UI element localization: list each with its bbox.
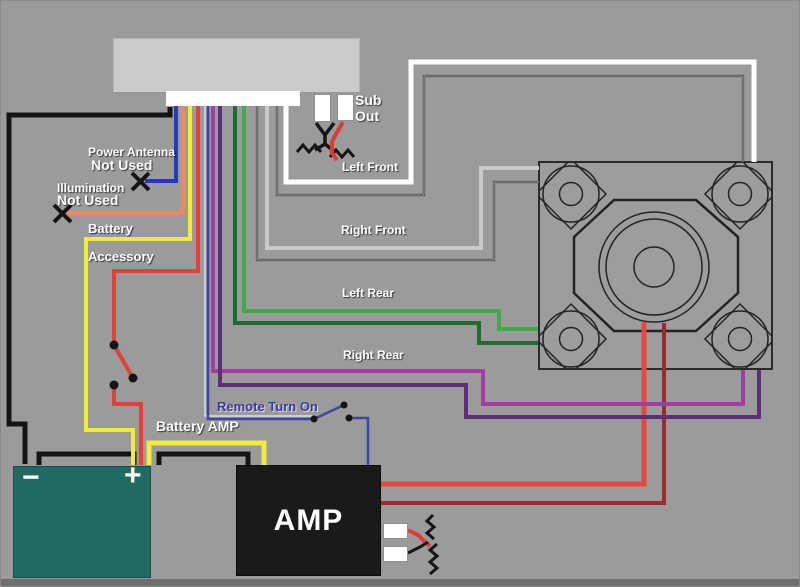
switch-contact-dot	[109, 340, 138, 390]
label-out: Out	[355, 108, 380, 124]
label-battery: Battery	[88, 221, 133, 236]
label-right-front: Right Front	[341, 223, 406, 237]
label-power-antenna-not-used: Not Used	[91, 157, 153, 173]
ground-wire	[6, 107, 173, 464]
head-unit-connector	[166, 91, 300, 106]
label-power-antenna: Power Antenna	[88, 145, 175, 159]
tweeter-diamond	[539, 302, 608, 369]
bottom-shadow-band	[1, 579, 799, 586]
sub-mount-octagon	[572, 198, 740, 333]
speaker-box	[538, 161, 773, 370]
remote-turn-on-wire	[206, 106, 370, 465]
subwoofer-icon	[598, 211, 710, 323]
tweeter-diamond	[703, 302, 772, 369]
sub-out-cable	[330, 120, 345, 162]
left-rear-wire-return	[233, 106, 538, 345]
amp-sub-wire-positive	[380, 322, 647, 487]
label-accessory: Accessory	[88, 249, 154, 264]
tweeter-icon	[711, 165, 769, 223]
tweeter-diamond	[539, 162, 608, 231]
switch-contact-dot	[310, 401, 353, 423]
sub-out-rca-jack-right	[337, 94, 354, 121]
x-mark-icon	[52, 203, 73, 224]
amplifier-box: AMP	[236, 465, 381, 576]
tweeter-icon	[542, 310, 600, 368]
tweeter-icon	[542, 165, 600, 223]
label-battery-amp: Battery AMP	[156, 418, 239, 434]
illumination-wire	[66, 106, 185, 215]
amp-label: AMP	[273, 503, 344, 537]
label-remote-turn-on: Remote Turn On	[217, 399, 318, 414]
label-right-rear: Right Rear	[343, 348, 404, 362]
label-left-front: Left Front	[342, 160, 398, 174]
rca-plug-icon	[407, 513, 440, 576]
amp-ground-wire	[156, 451, 251, 468]
label-illumination: Illumination	[57, 181, 125, 195]
battery-wire	[84, 106, 192, 465]
battery-strap-wire	[36, 451, 137, 465]
left-front-wire	[283, 59, 757, 185]
label-left-rear: Left Rear	[342, 286, 395, 300]
rca-plug-icon	[295, 121, 356, 160]
amp-rca-jack-top	[383, 523, 408, 539]
amp-sub-wire-negative	[380, 323, 666, 505]
battery-amp-wire	[146, 440, 267, 467]
left-rear-wire	[242, 106, 538, 331]
head-unit-box	[113, 38, 360, 93]
switch-arm	[112, 344, 135, 379]
battery-positive-terminal: +	[124, 459, 142, 492]
label-sub: Sub	[355, 92, 382, 108]
x-mark-icon	[130, 171, 151, 192]
amp-rca-jack-bottom	[383, 546, 408, 562]
tweeter-diamond	[703, 162, 772, 231]
sub-out-rca-jack-left	[314, 94, 331, 122]
right-rear-wire	[211, 106, 745, 406]
switch-arm	[313, 403, 345, 421]
right-rear-wire-return	[218, 106, 761, 419]
power-antenna-wire	[145, 106, 178, 183]
battery-negative-terminal: −	[22, 461, 40, 494]
battery-box: − +	[13, 459, 151, 578]
right-front-wire	[265, 106, 539, 250]
accessory-wire	[112, 106, 200, 465]
label-illumination-not-used: Not Used	[57, 192, 119, 208]
tweeter-icon	[711, 310, 769, 368]
